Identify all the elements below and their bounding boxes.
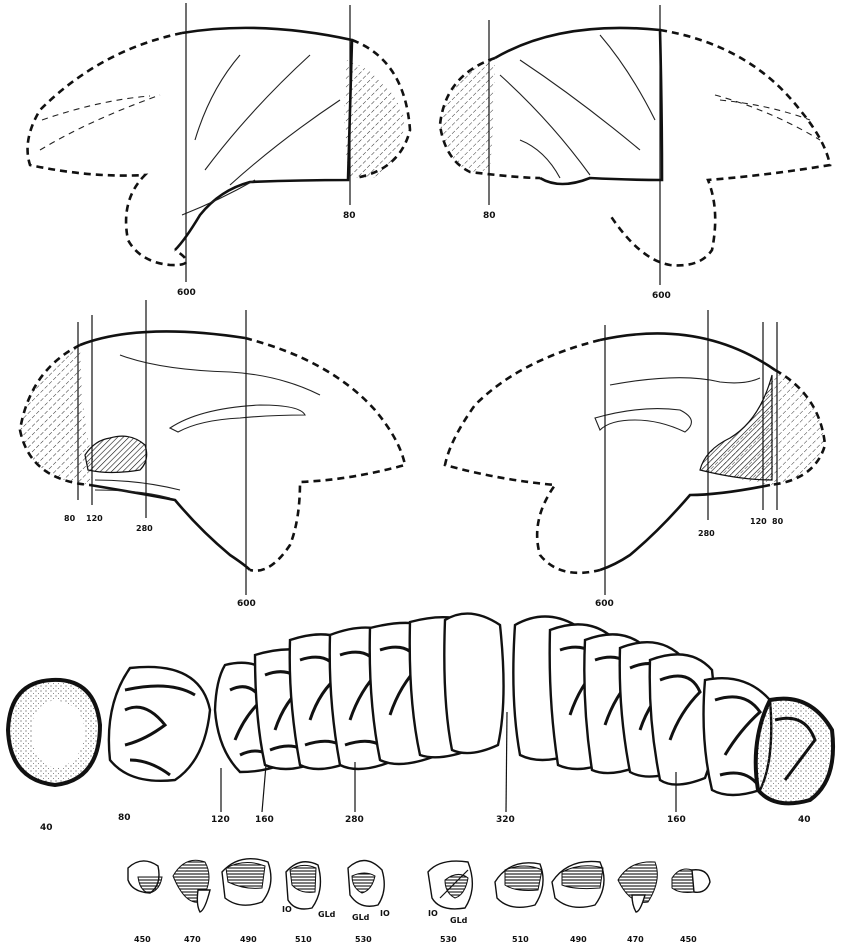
lateral-right-frontal-sulcus xyxy=(715,95,820,140)
medial-left-corpus-callosum xyxy=(170,405,305,432)
annotation-gld-530-right: GLd xyxy=(450,916,468,925)
medial-left-label-280: 280 xyxy=(136,524,153,533)
thalamic-section-450-right xyxy=(672,869,710,893)
lateral-right-outline-dashed xyxy=(440,30,830,265)
thalamic-label-510-left: 510 xyxy=(295,935,312,944)
lateral-right-sulci xyxy=(500,35,655,178)
medial-left-lesion-frontal xyxy=(20,345,95,485)
annotation-gld-530-left: GLd xyxy=(352,913,370,922)
medial-view-left-hemisphere: 80 120 280 600 xyxy=(20,300,405,609)
thalamic-section-470-right xyxy=(618,862,657,912)
thalamic-label-530-left: 530 xyxy=(355,935,372,944)
coronal-pointer-160-left xyxy=(262,765,266,812)
medial-view-right-hemisphere: 600 280 120 80 xyxy=(445,310,825,609)
medial-left-label-600: 600 xyxy=(237,599,256,609)
coronal-section-80-left xyxy=(109,667,210,781)
annotation-io-510: IO xyxy=(282,905,292,914)
lateral-left-outline-solid xyxy=(175,28,352,250)
thalamic-section-530-right xyxy=(428,861,472,909)
thalamic-label-510-right: 510 xyxy=(512,935,529,944)
medial-right-ventral-contour xyxy=(600,485,770,570)
coronal-pointer-320 xyxy=(506,712,507,812)
annotation-io-530-right: IO xyxy=(428,909,438,918)
medial-left-label-120: 120 xyxy=(86,514,103,523)
thalamic-section-510-right xyxy=(495,863,543,908)
thalamic-label-470-left: 470 xyxy=(184,935,201,944)
lateral-right-label-600: 600 xyxy=(652,291,671,301)
thalamic-label-450-right: 450 xyxy=(680,935,697,944)
lateral-view-right-hemisphere: 80 600 xyxy=(440,5,830,301)
annotation-io-530-left: IO xyxy=(380,909,390,918)
lateral-right-outline-solid xyxy=(495,28,662,184)
coronal-section-320-left xyxy=(444,614,503,753)
medial-right-label-80: 80 xyxy=(772,517,784,526)
medial-left-label-80: 80 xyxy=(64,514,76,523)
thalamic-section-450-left xyxy=(128,861,162,893)
medial-right-label-280: 280 xyxy=(698,529,715,538)
thalamic-section-490-right xyxy=(552,861,604,907)
medial-left-outline-solid xyxy=(80,331,245,345)
lateral-right-label-80: 80 xyxy=(483,211,496,221)
lateral-left-sulci xyxy=(182,55,340,215)
medial-right-label-600: 600 xyxy=(595,599,614,609)
thalamic-label-530-right: 530 xyxy=(440,935,457,944)
thalamic-section-series: IO GLd GLd IO IO GLd 450 470 490 510 530… xyxy=(128,859,710,944)
medial-right-corpus-callosum xyxy=(595,409,691,432)
lateral-left-label-80: 80 xyxy=(343,211,356,221)
medial-right-cingulate-sulcus xyxy=(610,378,760,385)
medial-right-outline-solid xyxy=(600,333,775,370)
lateral-right-lesion xyxy=(440,58,495,172)
medial-left-lesion-dense xyxy=(85,436,147,472)
coronal-label-320: 320 xyxy=(496,815,515,825)
medial-right-label-120: 120 xyxy=(750,517,767,526)
coronal-label-280: 280 xyxy=(345,815,364,825)
lateral-left-label-600: 600 xyxy=(177,288,196,298)
medial-right-lesion-dense xyxy=(700,375,772,480)
coronal-label-160-left: 160 xyxy=(255,815,274,825)
coronal-section-series: 40 80 120 160 280 320 160 40 xyxy=(8,614,833,833)
lateral-view-left-hemisphere: 600 80 xyxy=(28,3,410,298)
thalamic-section-510-left xyxy=(286,862,320,909)
thalamic-label-490-left: 490 xyxy=(240,935,257,944)
thalamic-section-470-left xyxy=(173,860,210,912)
thalamic-label-490-right: 490 xyxy=(570,935,587,944)
lateral-left-frontal-sulcus xyxy=(40,95,160,150)
thalamic-section-490-left xyxy=(222,859,271,906)
thalamic-section-530-left xyxy=(348,860,384,906)
coronal-label-40-right: 40 xyxy=(798,815,811,825)
coronal-label-40-left: 40 xyxy=(40,823,53,833)
coronal-label-80-left: 80 xyxy=(118,813,131,823)
coronal-section-40-right xyxy=(756,699,833,804)
thalamic-label-450-left: 450 xyxy=(134,935,151,944)
thalamic-label-470-right: 470 xyxy=(627,935,644,944)
lateral-left-lesion xyxy=(344,60,405,178)
coronal-label-160-right: 160 xyxy=(667,815,686,825)
annotation-gld-510: GLd xyxy=(318,910,336,919)
medial-left-cingulate-sulcus xyxy=(120,355,320,395)
coronal-label-120: 120 xyxy=(211,815,230,825)
